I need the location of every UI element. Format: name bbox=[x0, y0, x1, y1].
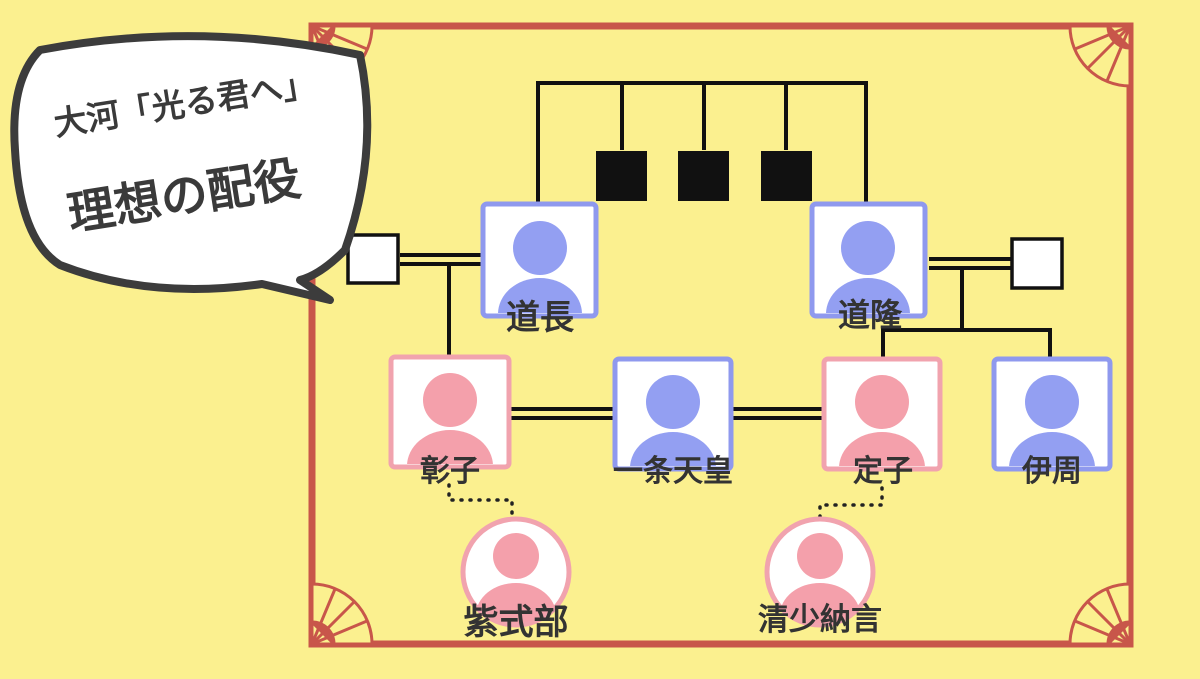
person-card-ichijo bbox=[612, 356, 734, 472]
label-teishi: 定子 bbox=[853, 454, 913, 489]
person-card-michitaka bbox=[809, 201, 928, 319]
corner-fan-bottom-right bbox=[1068, 582, 1134, 648]
lineage-lines bbox=[400, 81, 1052, 420]
person-card-teishi bbox=[821, 356, 943, 472]
spouse-square-left bbox=[346, 233, 400, 285]
corner-fan-bottom-left bbox=[308, 582, 374, 648]
label-ichijo: 一条天皇 bbox=[613, 454, 733, 489]
label-michinaga: 道長 bbox=[506, 298, 574, 338]
sibling-square-3 bbox=[761, 151, 812, 201]
spouse-square-right bbox=[1010, 237, 1064, 290]
person-card-shoshi bbox=[388, 354, 512, 470]
label-murasaki: 紫式部 bbox=[463, 603, 569, 643]
sibling-square-2 bbox=[678, 151, 729, 201]
sibling-square-1 bbox=[596, 151, 647, 201]
person-card-korechika bbox=[991, 356, 1113, 472]
label-korechika: 伊周 bbox=[1022, 454, 1082, 489]
speech-bubble bbox=[10, 32, 372, 304]
label-shoshi: 彰子 bbox=[420, 454, 480, 489]
corner-fan-top-right bbox=[1068, 22, 1134, 88]
person-circle-murasaki bbox=[460, 516, 572, 628]
label-seisho: 清少納言 bbox=[758, 602, 882, 638]
service-dotted-lines bbox=[447, 483, 884, 524]
person-card-michinaga bbox=[480, 201, 599, 319]
frame-border bbox=[308, 22, 1134, 648]
person-circle-seisho bbox=[764, 516, 876, 628]
label-michitaka: 道隆 bbox=[837, 296, 903, 334]
